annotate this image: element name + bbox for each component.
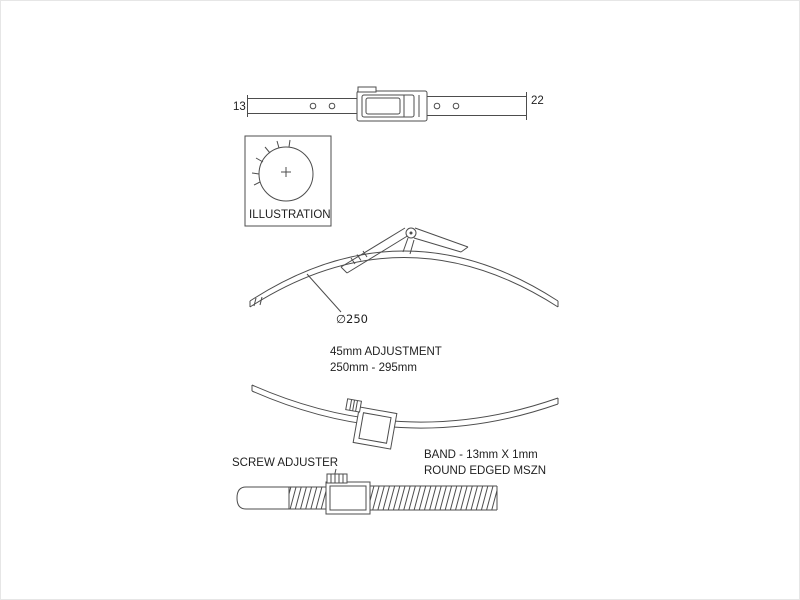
buckle-lever-tab	[357, 86, 377, 93]
screw-slot	[349, 399, 353, 411]
clamp-tick	[264, 146, 271, 154]
worm-housing-inner	[329, 485, 367, 511]
illustration-label: ILLUSTRATION	[249, 209, 331, 221]
clamp-tick	[253, 181, 261, 186]
thread-section	[370, 486, 497, 510]
band-hole	[452, 102, 460, 110]
worm-housing	[325, 481, 371, 515]
dim-22-label: 22	[531, 95, 544, 107]
upper-clamp-view: ∅250 45mm ADJUSTMENT 250mm - 295mm	[249, 227, 559, 374]
adjustment-text-line1: 45mm ADJUSTMENT	[330, 346, 442, 358]
latch-hook	[414, 227, 469, 248]
latch-pivot-center	[409, 231, 413, 235]
illustration-frame	[244, 135, 332, 227]
band-hole	[309, 102, 317, 110]
adjuster-housing	[352, 406, 398, 450]
adjuster-housing-inner	[358, 412, 392, 444]
band-arc-outer	[251, 384, 559, 423]
clamp-tick	[276, 140, 280, 149]
adjustment-text-line2: 250mm - 295mm	[330, 362, 417, 374]
lever-serration	[362, 250, 368, 258]
band-hole	[433, 102, 441, 110]
screw-slot	[352, 399, 356, 411]
screw-slot	[355, 400, 358, 412]
lever-serration	[350, 257, 356, 265]
lever-serration	[356, 254, 362, 261]
band-end-tick	[253, 297, 257, 307]
band-spec-line2: ROUND EDGED MSZN	[424, 465, 546, 477]
band-arc-inner	[251, 390, 559, 429]
dim-13-label: 13	[233, 101, 246, 113]
illustration-box: ILLUSTRATION	[244, 135, 332, 227]
latch-hook	[413, 237, 462, 253]
latch-lever	[340, 227, 406, 268]
buckle-latch-plate	[365, 97, 401, 115]
buckle-inner	[361, 94, 415, 118]
latch-lever	[346, 234, 410, 274]
clamp-tick	[255, 157, 264, 163]
band-hole	[328, 102, 336, 110]
band-spec-line1: BAND - 13mm X 1mm	[424, 449, 538, 461]
diameter-label: ∅250	[336, 312, 368, 326]
thread-section	[289, 487, 326, 509]
latch-lever-end	[340, 266, 348, 274]
top-band-view: 13 22	[233, 86, 544, 122]
arc-screw-adjuster	[345, 398, 398, 450]
lower-clamp-view: BAND - 13mm X 1mm ROUND EDGED MSZN SCREW…	[232, 384, 559, 483]
latch-bridge	[409, 239, 415, 255]
band-arc-inner	[249, 257, 559, 308]
screw-adjuster-label: SCREW ADJUSTER	[232, 457, 338, 469]
band-end-tick	[259, 296, 263, 306]
worm-screw-head	[326, 473, 348, 484]
band-rounded-end	[236, 486, 247, 510]
latch-hook-tip	[460, 246, 469, 253]
latch-bridge	[402, 237, 409, 253]
bottom-band-view	[236, 473, 498, 515]
clamp-tick	[288, 139, 291, 148]
clamp-tick	[251, 172, 260, 175]
diameter-leader-line	[306, 273, 342, 313]
band-arc-outer	[249, 250, 559, 302]
